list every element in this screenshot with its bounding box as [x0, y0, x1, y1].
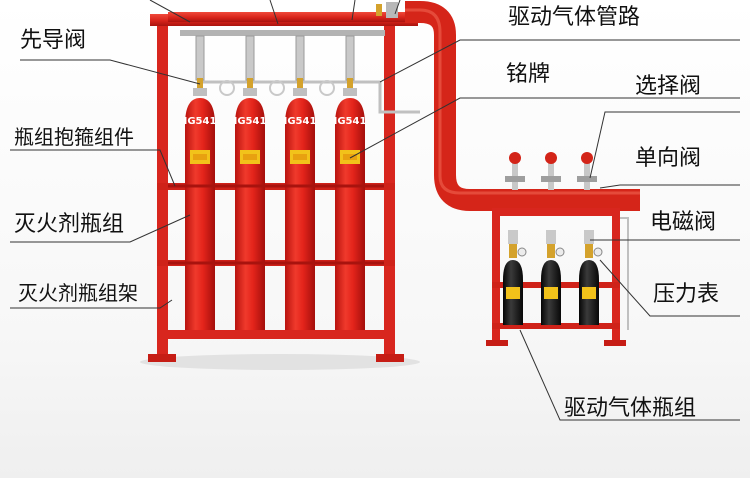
- label-agent-cylinder-rack: 灭火剂瓶组架: [18, 281, 138, 305]
- main-discharge-pipe: [168, 1, 640, 211]
- label-selector-valve: 选择阀: [635, 74, 702, 99]
- drive-gas-cylinder-1: [503, 230, 523, 325]
- cylinder-model-label: IG541: [184, 116, 217, 127]
- agent-cylinder-1: IG541: [184, 78, 217, 330]
- leader-lines: [10, 0, 740, 421]
- pressure-gauge: [593, 247, 603, 257]
- pressure-gauge: [517, 247, 527, 257]
- label-agent-cylinder-group: 灭火剂瓶组: [14, 212, 125, 237]
- label-drive-gas-pipeline: 驱动气体管路: [508, 5, 641, 30]
- agent-cylinder-3: IG541: [284, 78, 317, 330]
- label-drive-gas-cylinder-group: 驱动气体瓶组: [564, 396, 697, 421]
- agent-cylinder-4: IG541: [334, 78, 367, 330]
- cylinder-clamp-bands: [168, 184, 384, 265]
- drive-gas-cylinder-3: [579, 230, 599, 325]
- solenoid-valve: [508, 230, 518, 244]
- selector-valves: [505, 152, 597, 190]
- label-nameplate: 铭牌: [506, 62, 551, 87]
- label-pressure-gauge: 压力表: [653, 282, 720, 307]
- solenoid-valve: [546, 230, 556, 244]
- cylinder-model-label: IG541: [234, 116, 267, 127]
- cylinder-model-label: IG541: [284, 116, 317, 127]
- label-pilot-valve: 先导阀: [20, 28, 87, 53]
- floor-shadow: [140, 354, 420, 370]
- drive-gas-cylinder-group: [503, 230, 603, 325]
- cylinder-model-label: IG541: [334, 116, 367, 127]
- label-check-valve: 单向阀: [635, 146, 702, 171]
- drive-gas-cylinder-2: [541, 230, 561, 325]
- label-solenoid-valve: 电磁阀: [650, 210, 717, 235]
- agent-cylinder-group: IG541 IG541 IG541 IG541: [184, 78, 367, 330]
- agent-cylinder-2: IG541: [234, 78, 267, 330]
- pressure-gauge: [555, 247, 565, 257]
- solenoid-valve: [584, 230, 594, 244]
- label-cylinder-clamp: 瓶组抱箍组件: [14, 125, 134, 149]
